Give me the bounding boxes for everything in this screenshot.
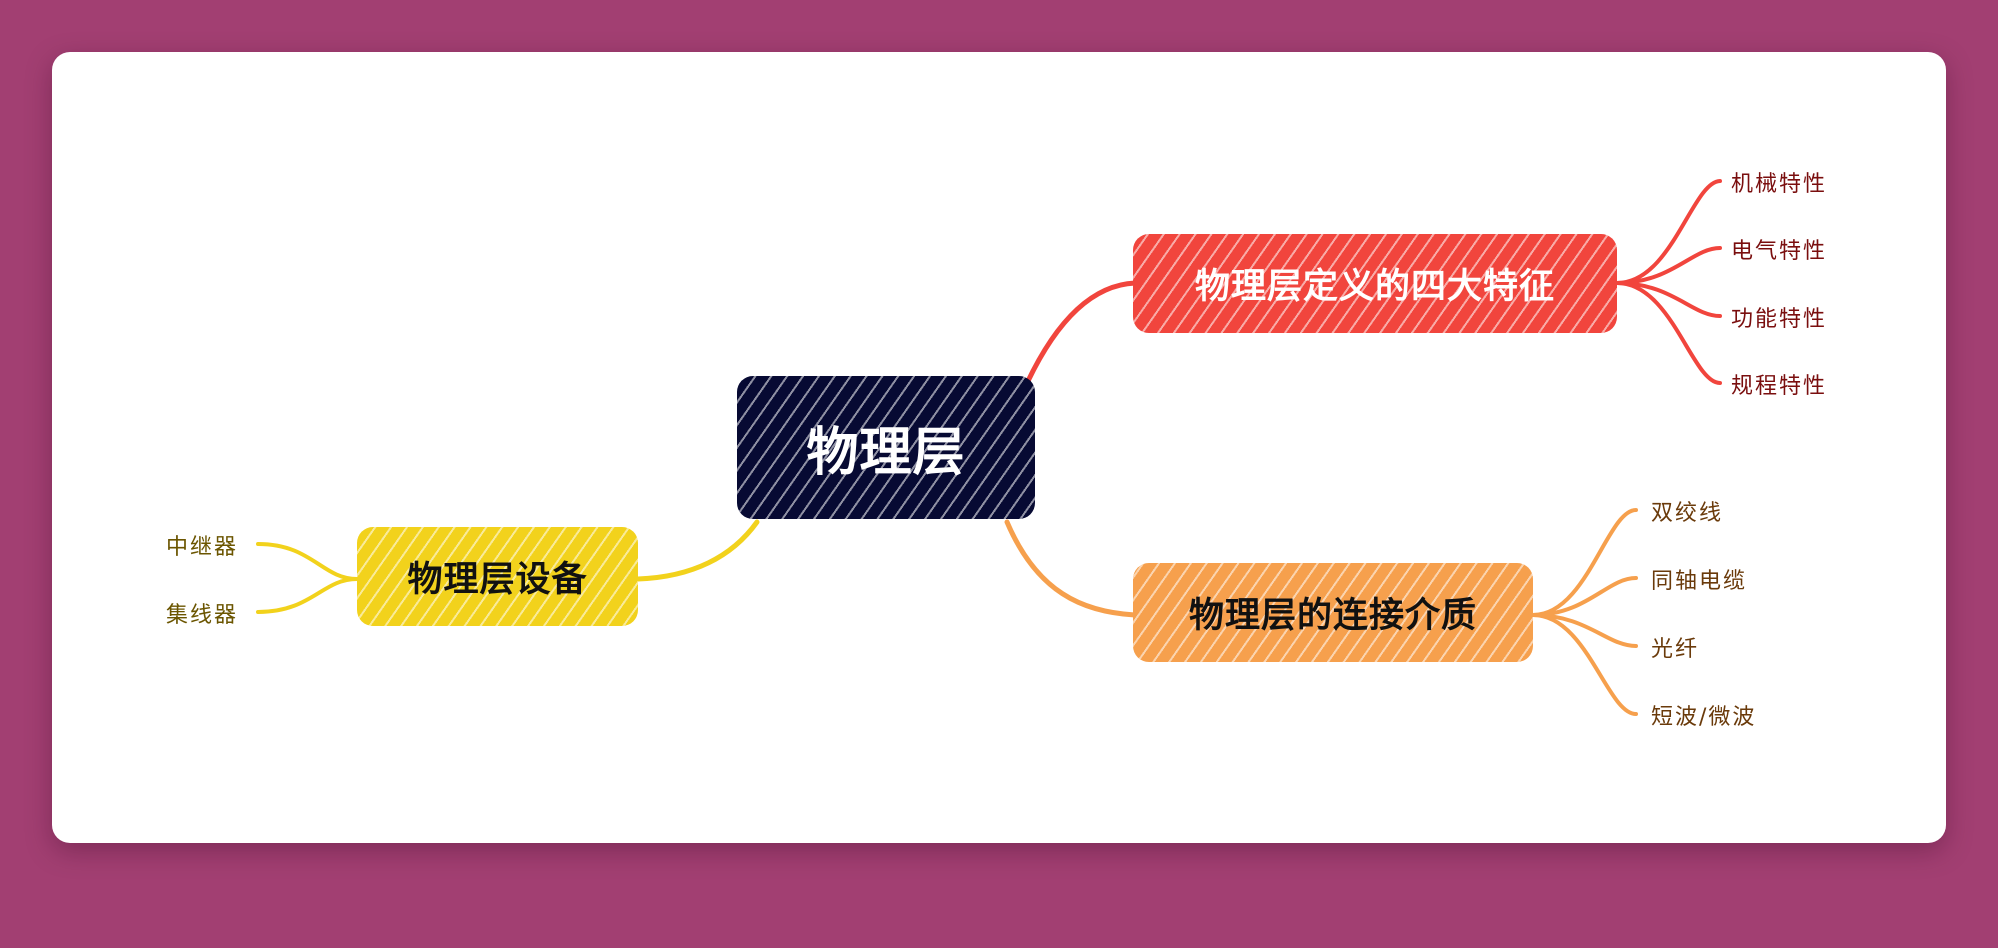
leaf-feature-mechanical[interactable]: 机械特性 bbox=[1731, 172, 1828, 197]
connector-media-leaf bbox=[1531, 613, 1638, 716]
leaf-feature-functional[interactable]: 功能特性 bbox=[1731, 307, 1828, 332]
connector-feature-leaf bbox=[1615, 246, 1722, 285]
leaf-media-coaxial[interactable]: 同轴电缆 bbox=[1651, 569, 1748, 594]
leaf-media-fiber[interactable]: 光纤 bbox=[1651, 637, 1700, 662]
branch-node-devices[interactable]: 物理层设备 bbox=[357, 527, 638, 626]
connector-root-media bbox=[1004, 519, 1138, 618]
connector-root-devices bbox=[635, 519, 760, 582]
connector-feature-leaf bbox=[1615, 179, 1722, 285]
branch-label-devices: 物理层设备 bbox=[407, 560, 588, 600]
leaf-device-repeater[interactable]: 中继器 bbox=[166, 535, 239, 560]
leaf-feature-procedural[interactable]: 规程特性 bbox=[1731, 374, 1828, 399]
leaf-device-hub[interactable]: 集线器 bbox=[166, 603, 239, 628]
connector-lines bbox=[256, 179, 1722, 716]
connector-device-leaf bbox=[256, 542, 359, 581]
root-label: 物理层 bbox=[806, 423, 966, 483]
connector-device-leaf bbox=[256, 577, 359, 614]
connector-media-leaf bbox=[1531, 576, 1638, 617]
leaf-feature-electrical[interactable]: 电气特性 bbox=[1731, 239, 1828, 264]
connector-feature-leaf bbox=[1615, 281, 1722, 385]
branch-label-media: 物理层的连接介质 bbox=[1188, 596, 1477, 636]
leaf-media-wireless[interactable]: 短波/微波 bbox=[1651, 705, 1757, 730]
root-node[interactable]: 物理层 bbox=[737, 376, 1035, 519]
branch-node-features[interactable]: 物理层定义的四大特征 bbox=[1133, 234, 1617, 333]
connector-feature-leaf bbox=[1615, 281, 1722, 318]
leaf-media-twisted-pair[interactable]: 双绞线 bbox=[1651, 501, 1724, 526]
branch-label-features: 物理层定义的四大特征 bbox=[1194, 267, 1555, 307]
connector-media-leaf bbox=[1531, 508, 1638, 617]
branch-node-media[interactable]: 物理层的连接介质 bbox=[1133, 563, 1533, 662]
